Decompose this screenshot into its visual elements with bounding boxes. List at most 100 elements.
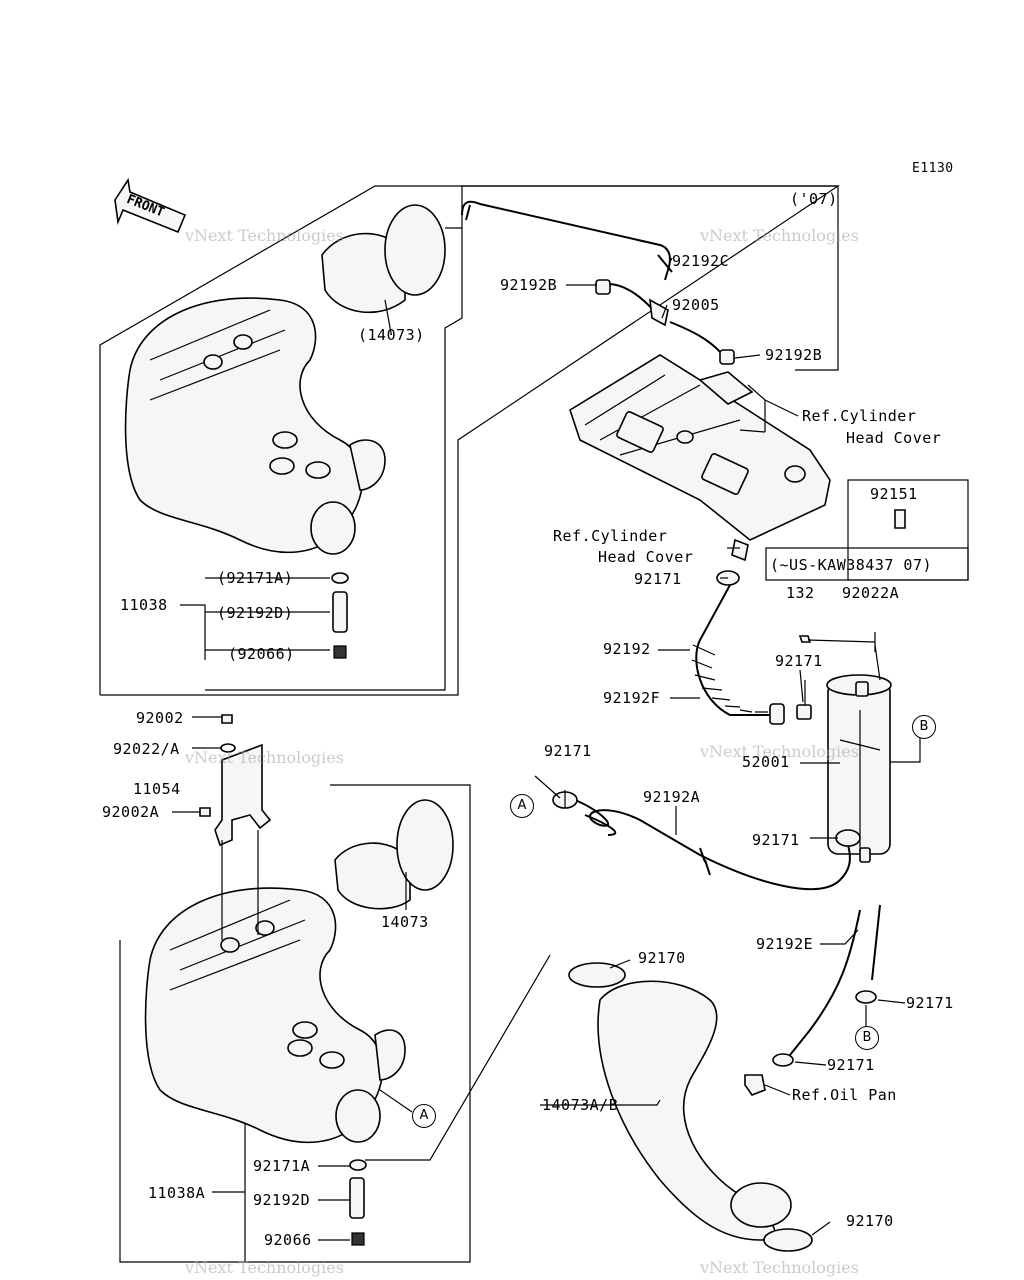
label-92192: 92192 xyxy=(603,640,651,658)
upper-airbox-nozzle xyxy=(349,439,386,491)
label-92192F: 92192F xyxy=(603,689,661,707)
bolt-92002A xyxy=(199,807,211,817)
callout-A-lower: A xyxy=(412,1104,436,1128)
upper-airbox-grommet-2 xyxy=(233,334,253,350)
separator-52001 xyxy=(827,681,891,855)
fitting-92171-top xyxy=(731,538,749,562)
bolt-92151 xyxy=(894,509,906,529)
lower-intake-duct xyxy=(334,842,411,910)
label-92022A-slash: 92022/A xyxy=(113,740,180,758)
label-ref-cyl-head-1b: Head Cover xyxy=(846,429,942,447)
year-note: ('07) xyxy=(790,190,838,208)
label-92170-top: 92170 xyxy=(638,949,686,967)
label-92192B-right: 92192B xyxy=(765,346,823,364)
hose-92192C xyxy=(461,200,671,281)
clamp-92170-bottom xyxy=(763,1228,813,1252)
clamp-92170-top xyxy=(568,962,626,988)
fitting-oil-pan xyxy=(744,1074,766,1096)
label-92151: 92151 xyxy=(870,485,918,503)
tube-92192D-ref xyxy=(332,591,348,633)
watermark-1: vNext Technologies xyxy=(185,226,344,245)
upper-airbox-port-2 xyxy=(269,457,295,475)
label-us-note: (~US-KAW38437 07) xyxy=(770,556,933,574)
label-92171-c: 92171 xyxy=(544,742,592,760)
clamp-92171-f xyxy=(772,1053,794,1067)
label-92171-e: 92171 xyxy=(906,994,954,1012)
callout-B-oil: B xyxy=(855,1026,879,1050)
label-92171-b: 92171 xyxy=(775,652,823,670)
bolt-132 xyxy=(798,635,812,643)
front-arrow-icon xyxy=(114,177,187,234)
upper-airbox-port-3 xyxy=(305,461,331,479)
lower-intake-flange xyxy=(396,799,454,891)
label-92170-bottom: 92170 xyxy=(846,1212,894,1230)
label-92171-a: 92171 xyxy=(634,570,682,588)
plug-92066 xyxy=(351,1232,365,1246)
watermark-2: vNext Technologies xyxy=(700,226,859,245)
label-132: 132 xyxy=(786,584,815,602)
label-92192D: 92192D xyxy=(253,1191,311,1209)
watermark-5: vNext Technologies xyxy=(185,1258,344,1277)
hose-92192 xyxy=(695,584,775,716)
bolt-92002 xyxy=(221,714,233,724)
upper-airbox-grommet-1 xyxy=(203,354,223,370)
label-92171A: 92171A xyxy=(253,1157,311,1175)
label-ref-cyl-head-2b: Head Cover xyxy=(598,548,694,566)
label-92005: 92005 xyxy=(672,296,720,314)
hose-92192E xyxy=(789,904,881,1056)
label-ref-oil-pan: Ref.Oil Pan xyxy=(792,1086,897,1104)
diagram-code: E1130 xyxy=(912,161,954,176)
label-14073: 14073 xyxy=(381,913,429,931)
tee-92005 xyxy=(649,298,669,327)
plug-92066-ref xyxy=(333,645,347,659)
watermark-3: vNext Technologies xyxy=(185,748,344,767)
label-14073AB: 14073A/B xyxy=(542,1096,619,1114)
hose-92192B-clip xyxy=(595,279,611,295)
upper-intake-flange xyxy=(384,204,446,296)
label-92066: 92066 xyxy=(264,1231,312,1249)
clamp-92171-d xyxy=(835,829,861,847)
watermark-6: vNext Technologies xyxy=(700,1258,859,1277)
cylinder-head-cover xyxy=(569,354,831,541)
label-11038: 11038 xyxy=(120,596,168,614)
label-92192E: 92192E xyxy=(756,935,814,953)
callout-B-separator: B xyxy=(912,715,936,739)
label-11038A: 11038A xyxy=(148,1184,206,1202)
watermark-4: vNext Technologies xyxy=(700,742,859,761)
label-92171-d: 92171 xyxy=(752,831,800,849)
hose-92192B-right xyxy=(669,321,726,359)
frame-breather xyxy=(461,185,839,371)
label-52001: 52001 xyxy=(742,753,790,771)
label-92192D-ref: (92192D) xyxy=(217,604,294,622)
hose-92192A xyxy=(574,799,851,891)
frame-upper-inner xyxy=(205,227,463,691)
cover-plug-1 xyxy=(616,411,664,453)
clip-92171-b xyxy=(796,704,812,720)
upper-intake-duct xyxy=(321,232,406,314)
hose-14073AB-end xyxy=(730,1182,792,1228)
frame-lower xyxy=(119,784,471,1263)
cover-plug-2 xyxy=(701,453,749,495)
label-92002: 92002 xyxy=(136,709,184,727)
label-92066-ref: (92066) xyxy=(228,645,295,663)
bracket-11054 xyxy=(214,743,272,847)
clamp-92171-e xyxy=(855,990,877,1004)
upper-airbox-port-1 xyxy=(272,431,298,449)
tube-92192D xyxy=(349,1177,365,1219)
label-92171-f: 92171 xyxy=(827,1056,875,1074)
lower-airbox-outlet xyxy=(335,1089,381,1143)
label-92002A: 92002A xyxy=(102,803,160,821)
label-92022A: 92022A xyxy=(842,584,900,602)
label-ref-cyl-head-1a: Ref.Cylinder xyxy=(802,407,917,425)
label-92192B-top: 92192B xyxy=(500,276,558,294)
leader-lines xyxy=(172,257,921,1241)
label-92171A-ref: (92171A) xyxy=(217,569,294,587)
label-92192C: 92192C xyxy=(672,252,730,270)
cover-cap xyxy=(698,371,754,405)
upper-airbox-outlet xyxy=(310,501,356,555)
label-14073-ref: (14073) xyxy=(358,326,425,344)
callout-A-right: A xyxy=(510,794,534,818)
label-ref-cyl-head-2a: Ref.Cylinder xyxy=(553,527,668,545)
